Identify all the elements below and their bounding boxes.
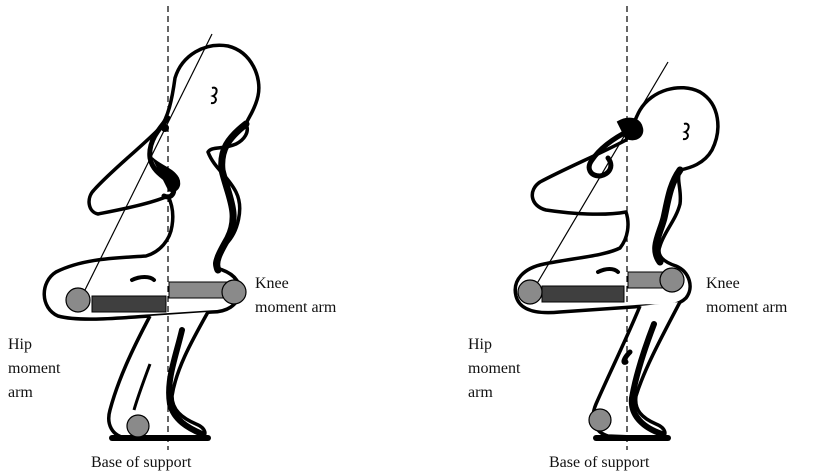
right-hip-moment-arm-bar: [542, 286, 624, 302]
right-hip-joint: [518, 280, 542, 304]
left-shank-outline: [109, 312, 208, 438]
right-knee-label-line-2: moment arm: [706, 297, 787, 319]
left-knee-joint: [222, 280, 246, 304]
right-squat-figure: [515, 6, 718, 450]
left-hip-label-line-1: Hip: [8, 334, 32, 356]
left-hip-moment-arm-bar: [92, 296, 166, 312]
left-squat-figure: [44, 6, 259, 450]
left-hip-label-line-2: moment: [8, 358, 60, 380]
right-hip-label-line-3: arm: [468, 382, 493, 404]
left-bar-dot: [161, 124, 169, 132]
right-hip-label-line-1: Hip: [468, 334, 492, 356]
right-knee-joint: [660, 268, 684, 292]
right-torso-thigh-outline: [515, 88, 718, 313]
left-hip-label-line-3: arm: [8, 382, 33, 404]
right-hip-label-line-2: moment: [468, 358, 520, 380]
left-hip-joint: [66, 288, 90, 312]
right-base-of-support-label: Base of support: [549, 452, 649, 474]
right-knee-label-line-1: Knee: [706, 273, 740, 295]
right-ankle-joint: [589, 409, 611, 431]
left-ankle-joint: [127, 415, 149, 437]
left-knee-label-line-1: Knee: [255, 273, 289, 295]
left-knee-label-line-2: moment arm: [255, 297, 336, 319]
right-bar-dot: [626, 126, 634, 134]
left-base-of-support-label: Base of support: [91, 452, 191, 474]
